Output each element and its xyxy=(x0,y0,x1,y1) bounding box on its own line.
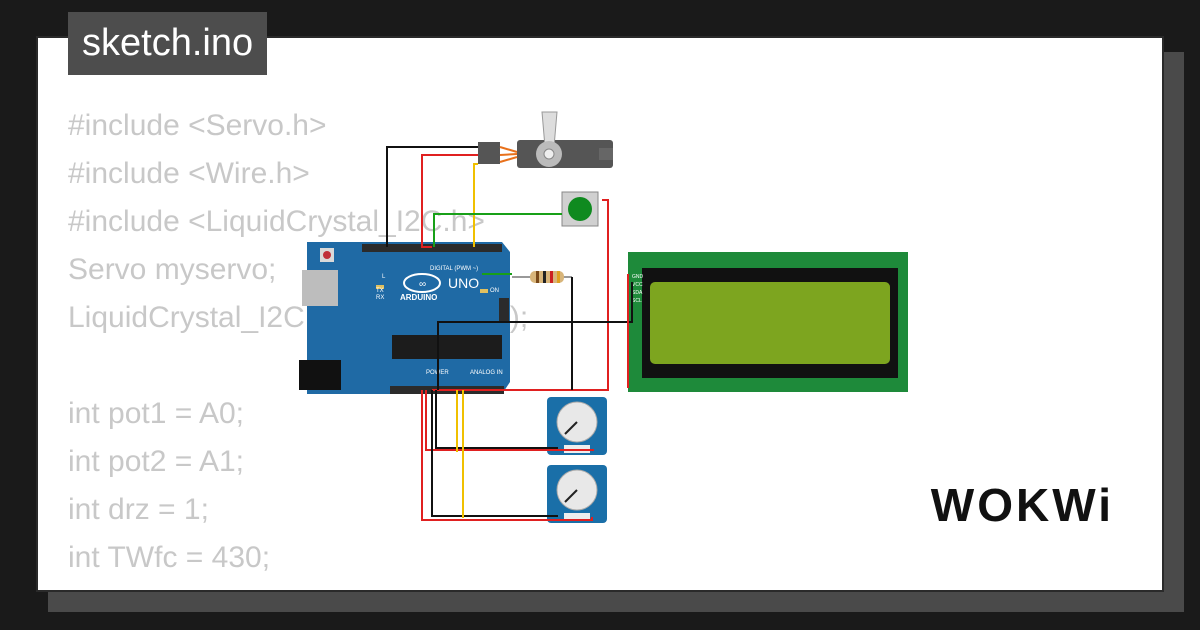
arduino-uno-board[interactable]: ∞ ARDUINO UNO DIGITAL (PWM ~) POWER ANAL… xyxy=(299,242,510,394)
lcd-pin-sda: SDA xyxy=(632,290,643,296)
servo-motor[interactable] xyxy=(478,111,613,168)
code-preview: #include <Servo.h> #include <Wire.h> #incl… xyxy=(68,102,528,590)
rx-label: RX xyxy=(376,295,384,301)
push-button[interactable] xyxy=(561,191,599,227)
code-line: int TWfc = 430; xyxy=(68,541,271,574)
wires xyxy=(386,146,633,521)
code-line: #include <Wire.h> xyxy=(68,157,310,190)
lcd-pin-gnd: GND xyxy=(632,274,644,280)
lcd-pin-scl: SCL xyxy=(632,298,642,304)
code-line: Servo myservo; xyxy=(68,253,277,286)
analog-label: ANALOG IN xyxy=(470,370,503,376)
lcd-display: GND VCC SDA SCL xyxy=(628,252,908,392)
board-brand: ARDUINO xyxy=(400,293,437,302)
code-line: int RAWfc = 100; xyxy=(68,582,528,590)
code-line: #include <Servo.h> xyxy=(68,109,327,142)
lcd-pin-vcc: VCC xyxy=(632,282,643,288)
code-line: int drz = 1; xyxy=(68,493,209,526)
board-model: UNO xyxy=(448,275,479,291)
resistor xyxy=(512,271,572,283)
wokwi-logo: WOKWi xyxy=(930,479,1114,531)
code-line: int pot1 = A0; xyxy=(68,397,244,430)
circuit-diagram: ∞ ARDUINO UNO DIGITAL (PWM ~) POWER ANAL… xyxy=(299,111,908,523)
project-card: #include <Servo.h> #include <Wire.h> #incl… xyxy=(36,36,1164,592)
tx-label: TX xyxy=(376,288,384,294)
l-led-label: L xyxy=(382,274,386,280)
file-name-tab[interactable]: sketch.ino xyxy=(68,12,268,75)
svg-text:∞: ∞ xyxy=(419,279,426,290)
digital-label: DIGITAL (PWM ~) xyxy=(430,266,478,272)
potentiometer-1[interactable] xyxy=(547,397,607,455)
code-line: int pot2 = A1; xyxy=(68,445,244,478)
potentiometer-2[interactable] xyxy=(547,465,607,523)
code-line: #include <LiquidCrystal_I2C.h> xyxy=(68,205,485,238)
on-label: ON xyxy=(490,288,499,294)
